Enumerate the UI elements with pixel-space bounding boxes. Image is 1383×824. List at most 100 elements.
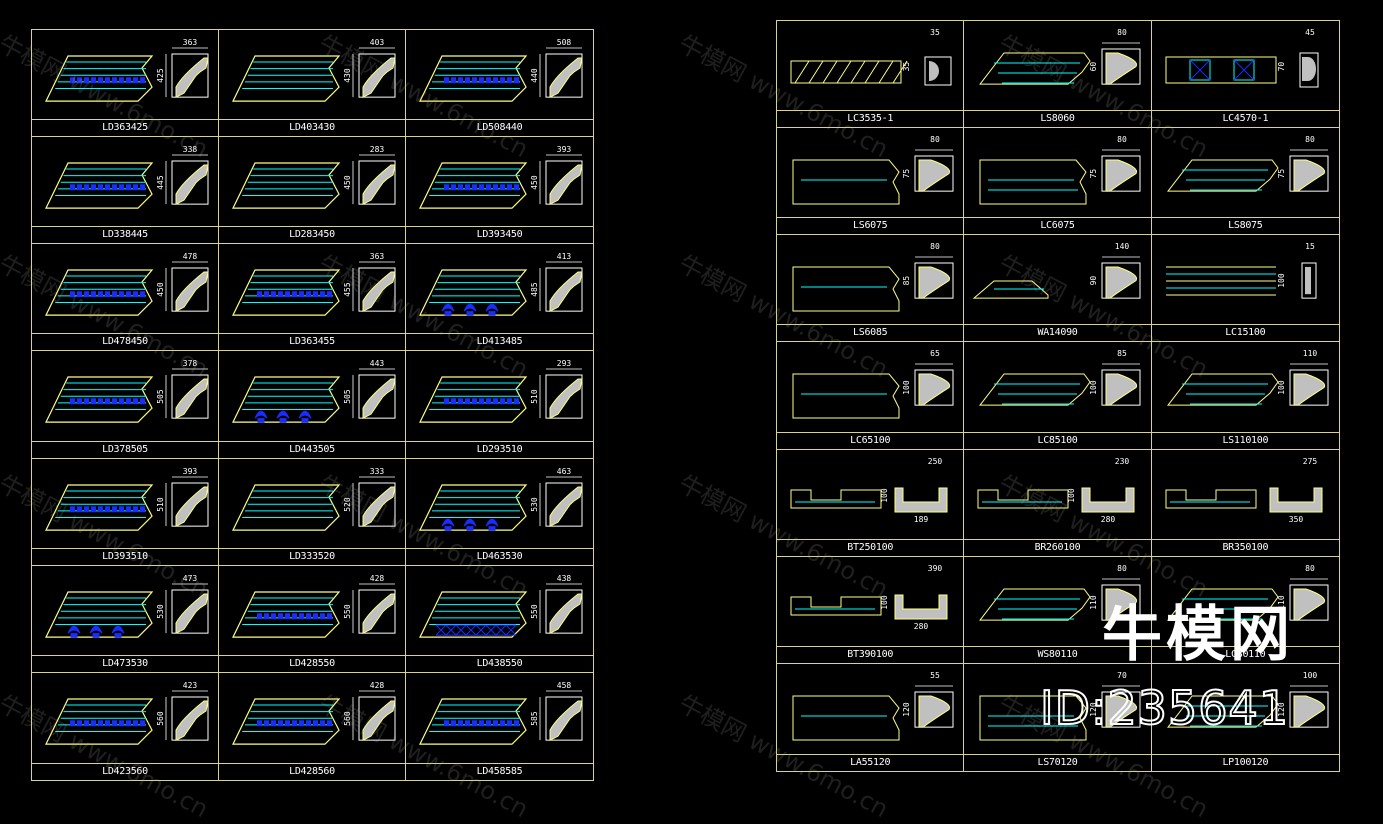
dentil-block <box>264 720 269 727</box>
carved-ornament <box>67 625 81 638</box>
model-code-label: LD458585 <box>406 762 593 780</box>
model-code-label: LC15100 <box>1151 324 1339 341</box>
truss-ornament <box>475 624 487 636</box>
dentil-block <box>500 184 505 191</box>
height-dim-label: 100 <box>1067 488 1076 503</box>
model-code-label: LC85100 <box>964 431 1151 449</box>
section-frame <box>1101 691 1141 728</box>
section-fill <box>549 164 583 206</box>
section-fill <box>362 164 396 206</box>
moulding-drawing: 15100 <box>1165 242 1317 299</box>
cornice-perspective <box>232 269 341 317</box>
dentil-block <box>458 398 463 405</box>
moulding-outline <box>792 373 900 419</box>
dentil-block <box>292 291 297 298</box>
height-dim-label: 530 <box>156 604 165 619</box>
dentil-block <box>493 184 498 191</box>
dentil-block <box>91 505 96 512</box>
model-code-label: LD438550 <box>406 654 593 672</box>
model-code-label: LD363425 <box>32 119 218 136</box>
width-dim-label: 473 <box>183 574 198 583</box>
cornice-perspective <box>419 591 528 638</box>
section-fill <box>1293 159 1325 192</box>
section-frame <box>1289 584 1329 621</box>
section-frame <box>545 267 583 312</box>
width-dim-label: 250 <box>928 457 943 466</box>
section-frame <box>171 267 209 312</box>
carved-ornament <box>441 303 455 316</box>
width-dim-label: 378 <box>183 359 198 368</box>
carved-ornament <box>441 518 455 531</box>
section-frame <box>1101 155 1141 192</box>
dentil-block <box>514 720 519 727</box>
dentil-block <box>500 398 505 405</box>
height-dim-label: 120 <box>1277 702 1286 717</box>
dentil-block <box>70 720 75 727</box>
section-fill <box>1293 373 1325 407</box>
moulding-outline <box>232 698 341 745</box>
dentil-block <box>133 291 138 298</box>
section-profile: 413485 <box>530 252 583 313</box>
section-frame <box>914 262 954 299</box>
model-code-label: LS6075 <box>777 217 964 234</box>
bottom-dim-label: 280 <box>914 622 929 631</box>
width-dim-label: 393 <box>557 145 572 154</box>
section-frame <box>1301 262 1317 299</box>
height-dim-label: 440 <box>530 68 539 83</box>
cornice-perspective <box>419 376 528 424</box>
rope-twist <box>878 60 894 84</box>
width-dim-label: 230 <box>1115 457 1130 466</box>
moulding-outline <box>1166 695 1279 728</box>
height-dim-label: 485 <box>530 282 539 297</box>
height-dim-label: 560 <box>156 711 165 726</box>
moulding-outline <box>419 55 528 102</box>
left-sheet-drawing: 423560 <box>45 681 209 745</box>
dentil-block <box>486 720 491 727</box>
width-dim-label: 403 <box>370 38 385 47</box>
section-frame <box>1289 369 1329 407</box>
dentil-block <box>500 720 505 727</box>
carved-ornament <box>485 303 499 316</box>
model-code-label: LD363455 <box>219 333 405 350</box>
dentil-block <box>119 77 124 84</box>
width-dim-label: 65 <box>930 349 940 358</box>
height-dim-label: 35 <box>902 62 911 72</box>
height-dim-label: 100 <box>902 381 911 396</box>
section-frame <box>545 374 583 420</box>
model-code-label: BT390100 <box>777 645 964 663</box>
model-code-label: LD338445 <box>32 226 218 243</box>
section-fill <box>175 57 209 98</box>
right-sheet-drawing: 8075 <box>792 135 954 205</box>
height-dim-label: 110 <box>1277 595 1286 610</box>
section-profile: 458585 <box>530 681 583 741</box>
model-code-label: WA14090 <box>964 324 1151 341</box>
height-dim-label: 520 <box>343 497 352 512</box>
dentil-block <box>119 184 124 191</box>
carved-ornament <box>485 518 499 531</box>
dentil-block <box>98 720 103 727</box>
moulding-outline <box>45 698 154 745</box>
moulding-outline <box>232 483 341 531</box>
section-fill <box>1105 52 1138 85</box>
model-code-label: LS70120 <box>964 753 1151 771</box>
moulding-drawing: 70120 <box>979 671 1141 741</box>
dentil-block <box>451 398 456 405</box>
dentil-block <box>105 184 110 191</box>
width-dim-label: 100 <box>1302 671 1317 680</box>
dentil-block <box>465 184 470 191</box>
section-profile: 293510 <box>530 359 583 420</box>
model-code-label: LC6075 <box>964 217 1151 234</box>
width-dim-label: 283 <box>370 145 385 154</box>
